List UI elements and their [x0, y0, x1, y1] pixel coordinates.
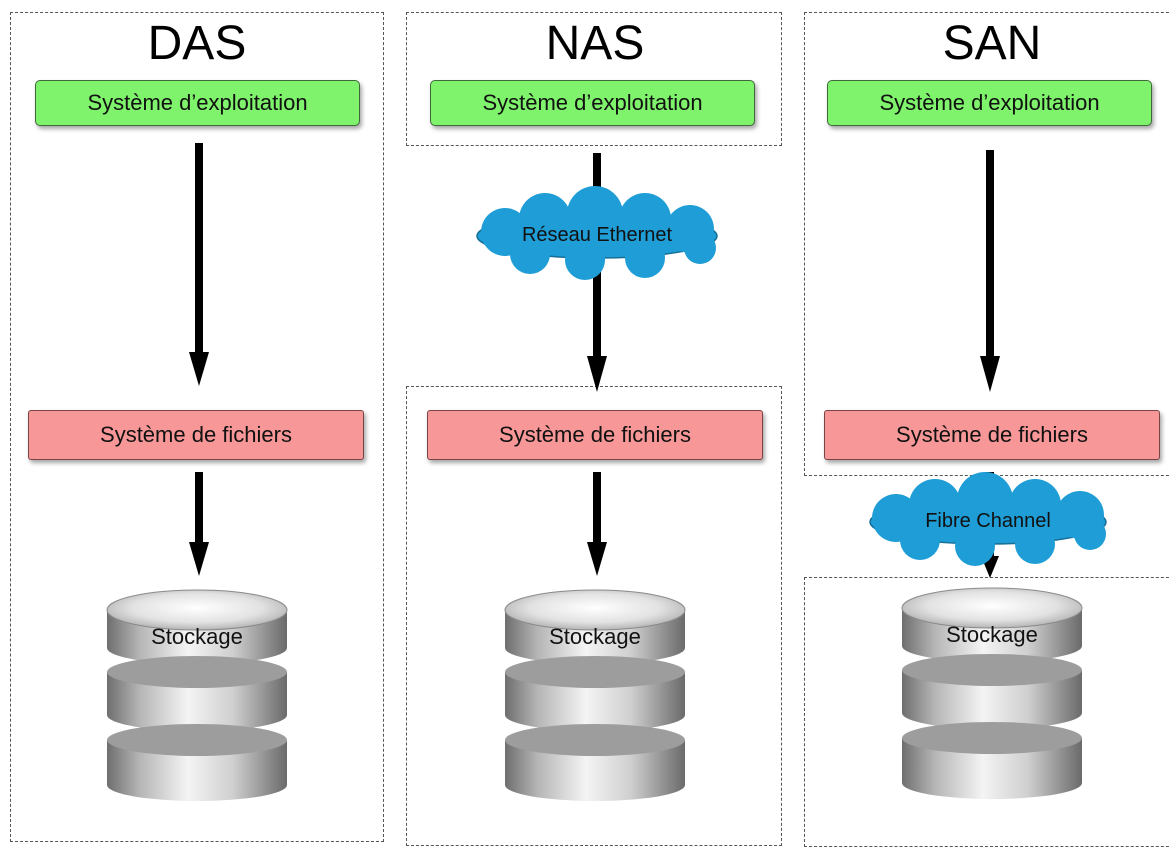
san-arrow-os-to-fs — [980, 150, 1000, 392]
das-title: DAS — [147, 17, 247, 70]
das-storage-cylinder-icon — [106, 589, 288, 801]
nas-os-box: Système d’exploitation — [430, 80, 755, 126]
das-storage-label: Stockage — [151, 624, 243, 649]
network-cloud-icon — [869, 472, 1107, 566]
down-arrow-icon — [189, 542, 209, 576]
nas-arrow-fs-to-storage — [587, 472, 607, 576]
diagram-canvas — [106, 143, 1107, 801]
nas-title: NAS — [545, 17, 645, 70]
down-arrow-icon — [587, 542, 607, 576]
san-os-box: Système d’exploitation — [827, 80, 1152, 126]
san-network-label: Fibre Channel — [925, 510, 1051, 532]
das-arrow-os-to-fs — [189, 143, 209, 386]
nas-fs-box: Système de fichiers — [427, 410, 763, 460]
das-fs-box: Système de fichiers — [28, 410, 364, 460]
down-arrow-icon — [189, 352, 209, 386]
san-fs-box: Système de fichiers — [824, 410, 1160, 460]
das-os-box: Système d’exploitation — [35, 80, 360, 126]
san-storage-label: Stockage — [946, 622, 1038, 647]
down-arrow-icon — [980, 356, 1000, 392]
down-arrow-icon — [587, 356, 607, 392]
san-storage-cylinder-icon — [901, 587, 1083, 799]
nas-network-label: Réseau Ethernet — [521, 224, 673, 246]
network-cloud-icon — [476, 186, 718, 280]
das-arrow-fs-to-storage — [189, 472, 209, 576]
nas-storage-label: Stockage — [549, 624, 641, 649]
nas-os-group-frame — [406, 12, 782, 146]
nas-storage-cylinder-icon — [504, 589, 686, 801]
san-title: SAN — [942, 17, 1042, 70]
